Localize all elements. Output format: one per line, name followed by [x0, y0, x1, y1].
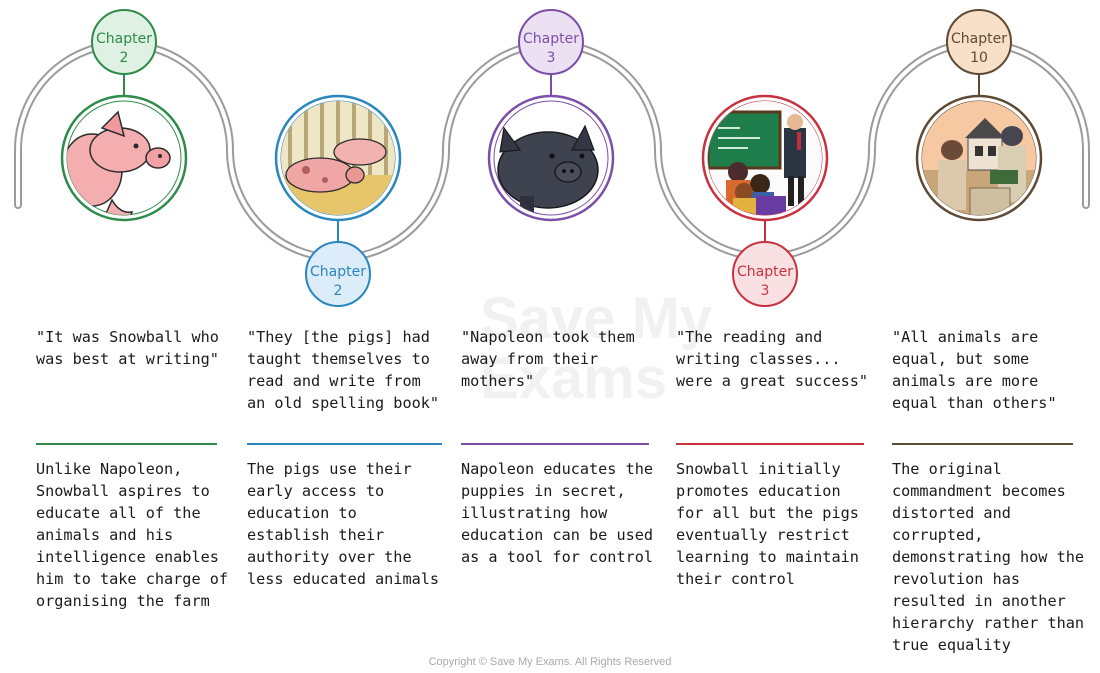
column-5: "All animals are equal, but some animals… [892, 326, 1092, 656]
chapter-badge-4: Chapter 3 [732, 241, 798, 307]
image-circle-4 [701, 94, 829, 222]
chapter-label-5: Chapter [951, 31, 1007, 47]
column-2: "They [the pigs] had taught themselves t… [247, 326, 447, 590]
chapter-label-1: Chapter [96, 31, 152, 47]
pig-icon [67, 110, 171, 215]
chapter-badge-5: Chapter 10 [946, 9, 1012, 75]
chapter-number-3: 3 [547, 50, 556, 66]
copyright-footer: Copyright © Save My Exams. All Rights Re… [428, 656, 672, 668]
quote-5: "All animals are equal, but some animals… [892, 328, 1057, 412]
pigs-and-farmers-icon [922, 101, 1036, 215]
divider-4 [676, 443, 864, 445]
image-circle-3 [487, 94, 615, 222]
black-pig-icon [497, 124, 599, 215]
column-4: "The reading and writing classes... were… [676, 326, 876, 590]
chapter-number-5: 10 [970, 50, 988, 66]
analysis-5: The original commandment becomes distort… [892, 460, 1085, 654]
chapter-badge-2: Chapter 2 [305, 241, 371, 307]
analysis-2: The pigs use their early access to educa… [247, 460, 440, 588]
chapter-number-4: 3 [761, 283, 770, 299]
quote-1: "It was Snowball who was best at writing… [36, 328, 219, 368]
quote-3: "Napoleon took them away from their moth… [461, 328, 635, 390]
watermark-line-1: Save My [480, 286, 712, 351]
connectors [123, 72, 980, 242]
analysis-4: Snowball initially promotes education fo… [676, 460, 859, 588]
column-1: "It was Snowball who was best at writing… [36, 326, 236, 612]
chapter-badge-1: Chapter 2 [91, 9, 157, 75]
image-circle-2 [274, 94, 402, 222]
image-circle-5 [915, 94, 1043, 222]
chapter-badge-3: Chapter 3 [518, 9, 584, 75]
classroom-icon [708, 101, 822, 215]
divider-1 [36, 443, 217, 445]
image-circle-1 [60, 94, 188, 222]
chapter-number-1: 2 [120, 50, 129, 66]
divider-3 [461, 443, 649, 445]
quote-4: "The reading and writing classes... were… [676, 328, 869, 390]
analysis-1: Unlike Napoleon, Snowball aspires to edu… [36, 460, 229, 610]
watermark-line-2: Exams [480, 346, 667, 411]
analysis-3: Napoleon educates the puppies in secret,… [461, 460, 654, 566]
chapter-label-2: Chapter [310, 264, 366, 280]
column-3: "Napoleon took them away from their moth… [461, 326, 661, 568]
chapter-label-3: Chapter [523, 31, 579, 47]
watermark: Save My Exams [480, 286, 712, 411]
divider-5 [892, 443, 1073, 445]
chapter-number-2: 2 [334, 283, 343, 299]
chapter-label-4: Chapter [737, 264, 793, 280]
pigs-in-barn-icon [281, 101, 395, 215]
divider-2 [247, 443, 442, 445]
quote-2: "They [the pigs] had taught themselves t… [247, 328, 440, 412]
